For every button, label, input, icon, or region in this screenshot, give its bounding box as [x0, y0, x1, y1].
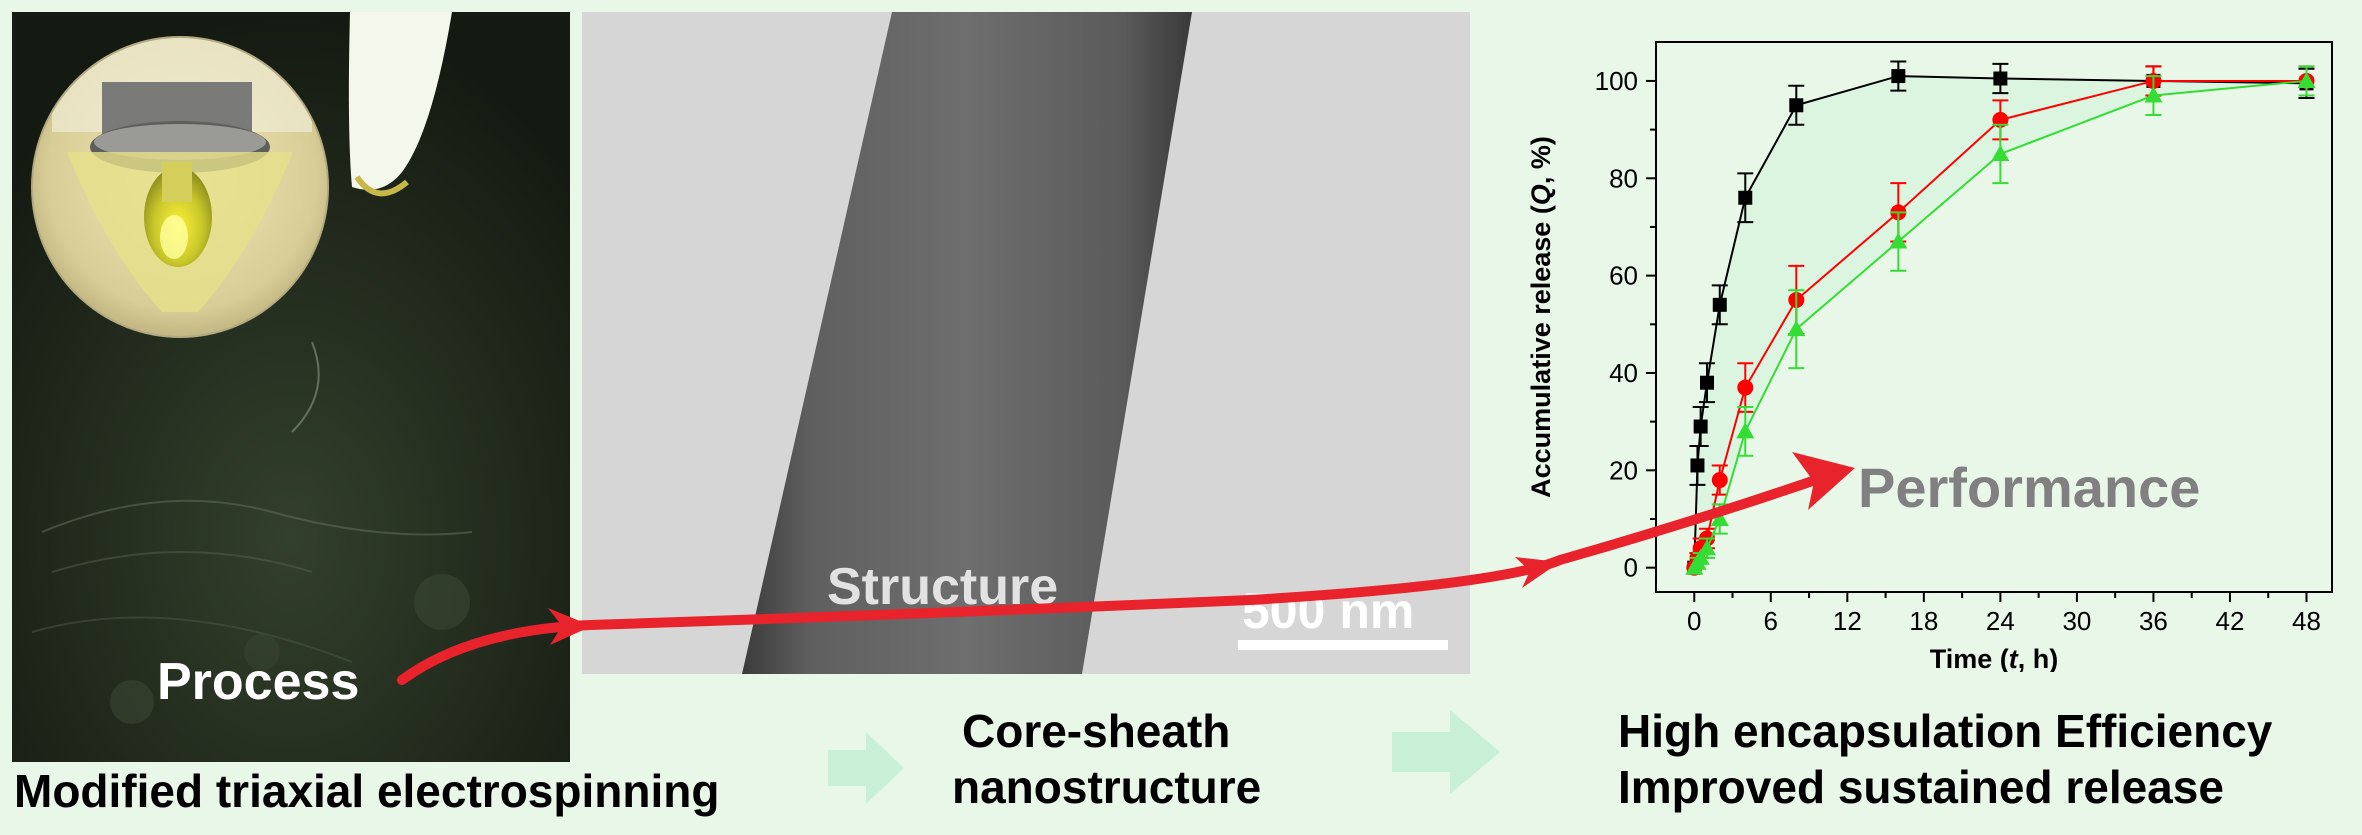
nozzle-inset: [32, 37, 328, 337]
x-tick-label: 48: [2292, 606, 2321, 636]
y-axis-label: Accumulative release (Q, %): [1526, 136, 1556, 498]
data-point-square: [1891, 69, 1906, 84]
electrospinning-scene: [12, 12, 570, 762]
performance-label: Performance: [1858, 456, 2201, 519]
step-arrow-2: [1392, 710, 1500, 794]
core-sheath-fiber: [742, 12, 1192, 674]
data-point-square: [1693, 419, 1708, 434]
data-point-triangle: [2144, 86, 2163, 103]
x-tick-label: 18: [1909, 606, 1938, 636]
y-tick-label: 60: [1609, 261, 1638, 291]
data-point-square: [1700, 375, 1715, 390]
y-tick-label: 80: [1609, 163, 1638, 193]
x-tick-label: 42: [2216, 606, 2245, 636]
data-point-square: [1738, 190, 1753, 205]
caption-performance-line2: Improved sustained release: [1618, 761, 2224, 813]
data-point-triangle: [1889, 232, 1908, 249]
y-tick-label: 0: [1624, 553, 1638, 583]
y-tick-label: 100: [1595, 66, 1638, 96]
tem-fiber: [582, 12, 1470, 674]
process-label: Process: [157, 653, 360, 711]
caption-process: Modified triaxial electrospinning: [14, 765, 720, 817]
data-point-square: [1993, 71, 2008, 86]
release-area: [1694, 76, 2307, 568]
caption-performance-line1: High encapsulation Efficiency: [1618, 705, 2273, 757]
caption-structure-line1: Core-sheath: [962, 705, 1231, 757]
y-tick-label: 40: [1609, 358, 1638, 388]
x-tick-label: 36: [2139, 606, 2168, 636]
x-tick-label: 30: [2062, 606, 2091, 636]
x-tick-label: 12: [1833, 606, 1862, 636]
x-tick-label: 24: [1986, 606, 2015, 636]
plot-frame: [1655, 41, 2333, 593]
data-point-circle: [1737, 379, 1754, 396]
step-arrow-1: [828, 732, 904, 804]
data-point-square: [1789, 98, 1804, 113]
scale-bar: [1238, 640, 1448, 650]
data-point-triangle: [1991, 144, 2010, 161]
x-tick-label: 6: [1764, 606, 1778, 636]
spinneret: [348, 12, 452, 190]
caption-structure-line2: nanostructure: [952, 761, 1262, 813]
data-point-triangle: [1710, 509, 1729, 526]
data-point-triangle: [1698, 539, 1717, 556]
data-point-square: [1690, 458, 1705, 473]
x-axis-label: Time (t, h): [1930, 644, 2059, 672]
data-point-triangle: [1736, 422, 1755, 439]
tem-image: Structure 500 nm: [582, 12, 1470, 674]
x-tick-label: 0: [1687, 606, 1701, 636]
electrospinning-photo: Process: [12, 12, 570, 762]
data-point-square: [1712, 297, 1727, 312]
data-point-triangle: [2297, 71, 2316, 88]
data-point-circle: [1711, 472, 1728, 489]
data-point-triangle: [1787, 320, 1806, 337]
y-tick-label: 20: [1609, 455, 1638, 485]
